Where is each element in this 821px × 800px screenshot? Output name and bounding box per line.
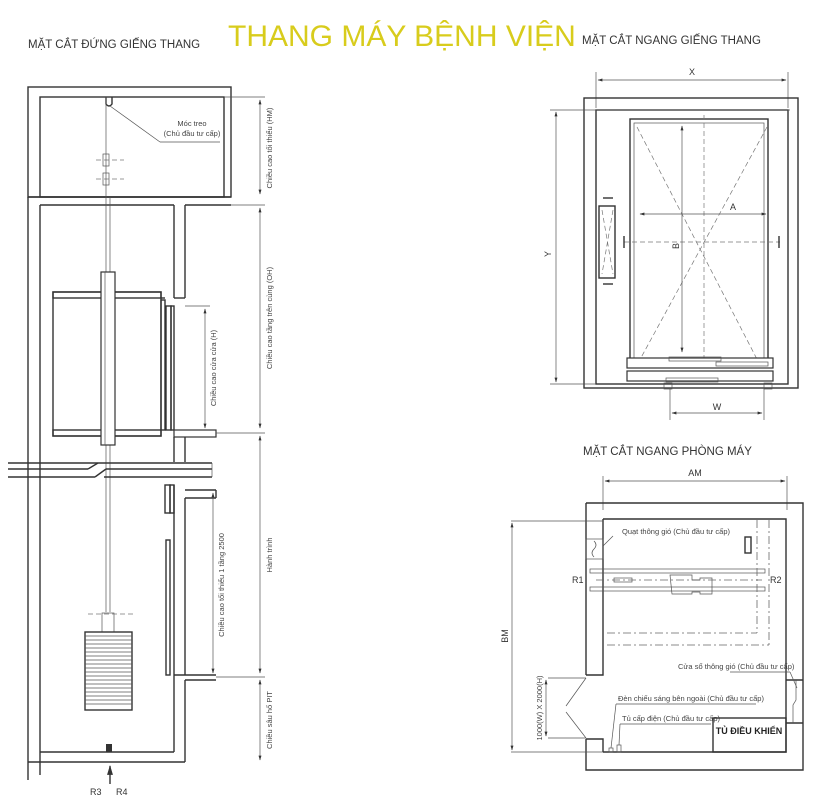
dim-floor-min: Chiều cao tối thiểu 1 tầng 2500 [217,533,226,637]
vertical-section: Móc treo (Chủ đầu tư cấp) [8,86,274,797]
page-title: THANG MÁY BỆNH VIỆN [228,20,576,53]
dim-y: Y [543,251,553,257]
dim-door-height: Chiều cao cửa cửa (H) [209,329,218,406]
fan-label: Quạt thông gió (Chủ đầu tư cấp) [622,527,731,536]
reaction-r4: R4 [116,787,128,797]
fan-icon [585,538,604,560]
dim-oh: Chiều cao tầng trên cùng (OH) [265,266,274,369]
dim-w: W [713,402,722,412]
motor-icon [669,574,713,595]
control-cabinet-label: TỦ ĐIỀU KHIỂN [716,725,783,736]
dim-x: X [689,67,695,77]
dim-bm: BM [500,629,510,643]
vertical-section-heading: MẶT CẮT ĐỨNG GIẾNG THANG [28,38,200,51]
machine-room-heading: MẶT CẮT NGANG PHÒNG MÁY [583,445,752,458]
dim-travel: Hành trình [265,537,274,572]
hook-label-line2: (Chủ đầu tư cấp) [164,129,221,138]
dim-pit: Chiều sâu hố PIT [265,691,274,749]
power-box-label: Tủ cấp điện (Chủ đầu tư cấp) [622,714,720,723]
r1-label: R1 [572,575,584,585]
dim-am: AM [688,468,702,478]
shaft-plan-heading: MẶT CẮT NGANG GIẾNG THANG [582,34,761,47]
reaction-r3: R3 [90,787,102,797]
dim-b: B [671,243,681,249]
outdoor-light-label: Đèn chiếu sáng bên ngoài (Chủ đầu tư cấp… [618,694,764,703]
control-cabinet [712,717,787,753]
vent-window-label: Cửa sổ thông gió (Chủ đầu tư cấp) [678,662,795,671]
machine-room-plan: AM Quạt thông gió (Chủ đầu tư cấp) R1 R2 [500,468,804,771]
shaft-plan: X A B Y W [543,67,799,420]
dim-hm: Chiều cao tối thiểu (HM) [265,107,274,188]
dim-a: A [730,202,736,212]
power-box-icon [616,744,622,753]
hook-icon [105,97,113,107]
light-icon [608,747,614,753]
r2-label: R2 [770,575,782,585]
hook-label-line1: Móc treo [177,119,206,128]
door-dimension: 1000(W) X 2000(H) [535,675,544,741]
